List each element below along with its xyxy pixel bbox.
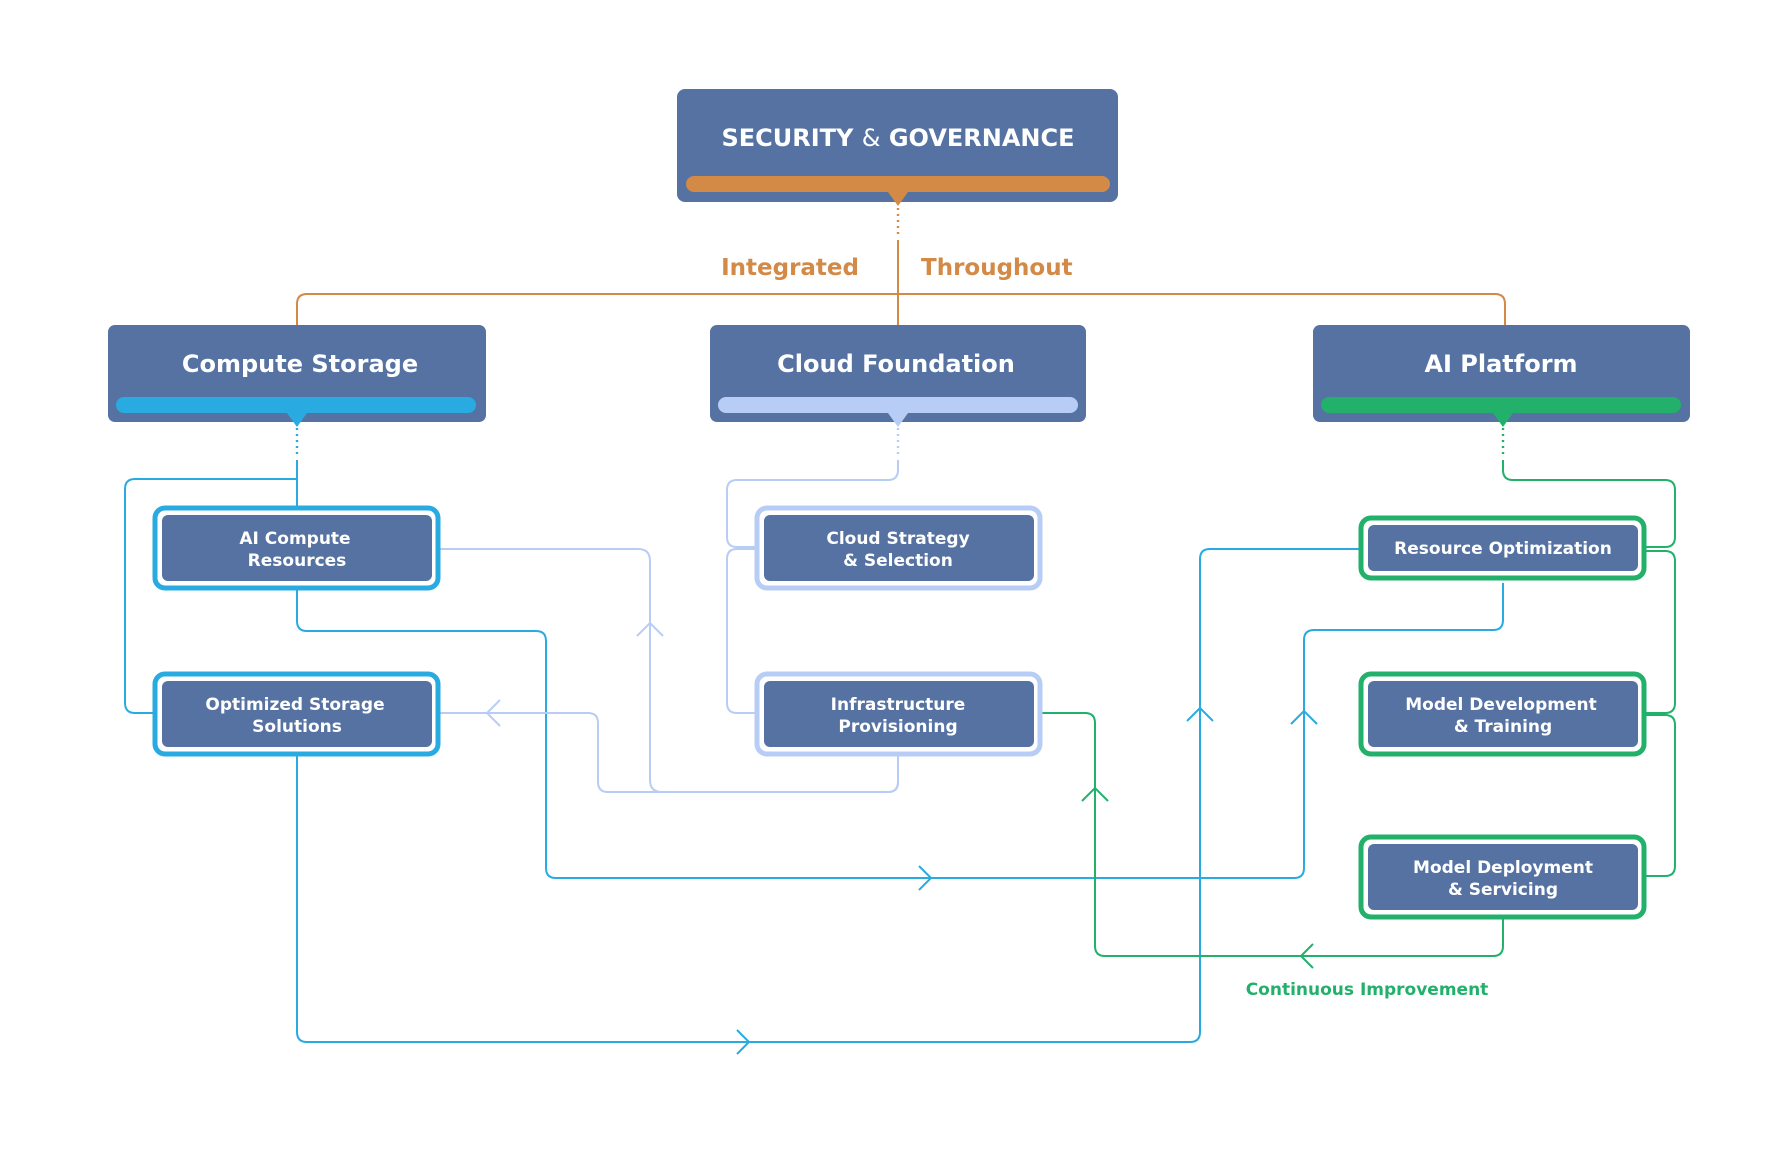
arrow-up-blue-mid: [1290, 709, 1318, 725]
resource-to-model-dev-line: [1645, 550, 1676, 714]
ai-compute-outline: [152, 505, 441, 591]
security-governance-node: SECURITY & GOVERNANCE: [677, 89, 1118, 206]
arrow-up-lightblue: [636, 621, 664, 637]
connectors: [124, 202, 1676, 1055]
model-deploy-line1: Model Deployment: [1413, 858, 1593, 878]
compute-storage-bar: [116, 397, 476, 413]
cloud-to-strategy-line: [726, 460, 899, 548]
pillar-ai-platform: AI Platform: [1313, 325, 1690, 427]
strategy-to-infra-line: [726, 548, 757, 714]
resource-opt-box: [1368, 525, 1638, 571]
cloud-strategy-box: [764, 515, 1034, 581]
ai-compute-to-model-dev-line: [296, 583, 1504, 879]
continuous-improvement-label: Continuous Improvement: [1246, 980, 1489, 1000]
integrated-label: Integrated: [721, 255, 859, 281]
security-governance-bar: [686, 176, 1110, 192]
cloud-foundation-bar-pointer: [888, 413, 908, 427]
ai-platform-title: AI Platform: [1424, 350, 1577, 378]
pillar-compute-storage: Compute Storage: [108, 325, 486, 427]
cloud-foundation-title: Cloud Foundation: [777, 350, 1015, 378]
node-optimized-storage: Optimized Storage Solutions: [152, 671, 441, 757]
cloud-strategy-line1: Cloud Strategy: [826, 529, 969, 549]
continuous-improvement-loop-line: [1041, 712, 1504, 957]
model-dev-box: [1368, 681, 1638, 747]
ai-compute-line1: AI Compute: [239, 529, 350, 549]
cloud-strategy-line2: & Selection: [843, 551, 953, 571]
optimized-storage-line1: Optimized Storage: [205, 695, 384, 715]
arrow-right-blue-mid: [918, 865, 933, 891]
security-governance-box: [677, 89, 1118, 202]
resource-opt-line1: Resource Optimization: [1394, 539, 1612, 559]
node-model-deployment: Model Deployment & Servicing: [1358, 834, 1647, 920]
optimized-storage-line2: Solutions: [252, 717, 342, 737]
arrow-left-green: [1299, 943, 1314, 969]
storage-to-resource-opt-line: [296, 548, 1360, 1043]
model-deploy-line2: & Servicing: [1448, 880, 1558, 900]
arrow-up-blue-right: [1186, 706, 1214, 722]
infra-to-storage-line: [440, 712, 899, 793]
compute-storage-title: Compute Storage: [182, 350, 418, 378]
ai-platform-bar: [1321, 397, 1681, 413]
compute-storage-bar-pointer: [287, 413, 307, 427]
model-deploy-outline: [1358, 834, 1647, 920]
arrow-left-lightblue: [485, 699, 501, 727]
infra-box: [764, 681, 1034, 747]
cloud-strategy-outline: [754, 505, 1043, 591]
pillar-cloud-foundation: Cloud Foundation: [710, 325, 1086, 427]
optimized-storage-outline: [152, 671, 441, 757]
node-resource-optimization: Resource Optimization: [1358, 515, 1647, 581]
security-governance-bar-pointer: [888, 192, 908, 206]
ai-compute-box: [162, 515, 432, 581]
ai-to-resource-opt-line: [1502, 460, 1676, 548]
model-dev-outline: [1358, 671, 1647, 757]
node-model-development: Model Development & Training: [1358, 671, 1647, 757]
ai-compute-line2: Resources: [248, 551, 347, 571]
pillar-branch-line: [296, 293, 1506, 325]
cloud-foundation-bar: [718, 397, 1078, 413]
ai-platform-bar-pointer: [1493, 413, 1513, 427]
optimized-storage-box: [162, 681, 432, 747]
node-infrastructure-provisioning: Infrastructure Provisioning: [754, 671, 1043, 757]
model-dev-line1: Model Development: [1405, 695, 1596, 715]
infra-outline: [754, 671, 1043, 757]
compute-to-storage-line: [124, 478, 297, 714]
model-dev-line2: & Training: [1454, 717, 1552, 737]
model-dev-to-deploy-line: [1645, 714, 1676, 877]
security-governance-title: SECURITY & GOVERNANCE: [721, 124, 1074, 152]
throughout-label: Throughout: [921, 255, 1073, 281]
model-deploy-box: [1368, 844, 1638, 910]
infra-line1: Infrastructure: [831, 695, 966, 715]
arrow-up-green: [1081, 786, 1109, 802]
resource-opt-outline: [1358, 515, 1647, 581]
node-cloud-strategy: Cloud Strategy & Selection: [754, 505, 1043, 591]
arrow-right-blue-bottom: [736, 1029, 751, 1055]
infra-line2: Provisioning: [838, 717, 957, 737]
node-ai-compute-resources: AI Compute Resources: [152, 505, 441, 591]
